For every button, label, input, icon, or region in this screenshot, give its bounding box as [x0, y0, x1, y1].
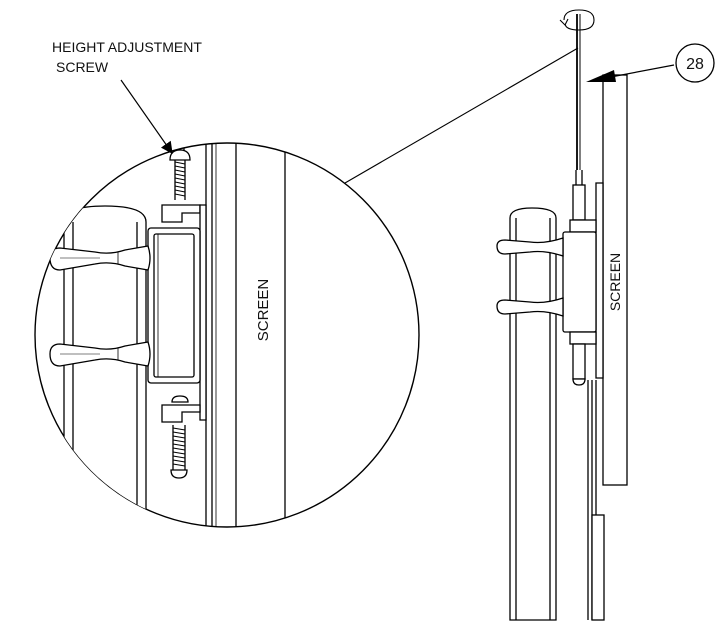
- detail-view: SCREEN: [34, 142, 420, 528]
- step-number-text: 28: [686, 56, 704, 73]
- side-rails: [587, 380, 605, 621]
- detail-lower-knob: [49, 341, 151, 367]
- side-top-screw: [569, 170, 597, 233]
- detail-top-screw: [169, 143, 191, 200]
- detail-bottom-screw: [170, 425, 188, 479]
- side-screen-label: SCREEN: [607, 253, 623, 311]
- side-view: [496, 9, 628, 621]
- hex-key-tool: [559, 9, 595, 170]
- callout-label-line1: HEIGHT ADJUSTMENT: [52, 39, 202, 55]
- screw-callout-leader: [120, 79, 173, 154]
- detail-bottom-bracket: [161, 395, 201, 423]
- detail-screen-label: SCREEN: [255, 279, 272, 342]
- side-clamp-block: [562, 231, 597, 333]
- step-number-circle: [675, 43, 715, 83]
- side-post: [509, 207, 557, 621]
- detail-rails: [205, 143, 286, 527]
- side-upper-knob: [496, 237, 564, 257]
- side-bottom-screw: [569, 331, 597, 386]
- detail-leader-line: [344, 47, 579, 184]
- callout-label-line2: SCREW: [56, 59, 109, 75]
- detail-clamp-block: [147, 227, 201, 384]
- detail-upper-knob: [49, 245, 151, 271]
- step-callout: 28: [586, 43, 715, 83]
- step-arrow-head: [586, 70, 616, 82]
- side-screen-panel: [602, 74, 628, 486]
- side-mount-plate: [595, 182, 604, 379]
- side-lower-knob: [496, 297, 564, 317]
